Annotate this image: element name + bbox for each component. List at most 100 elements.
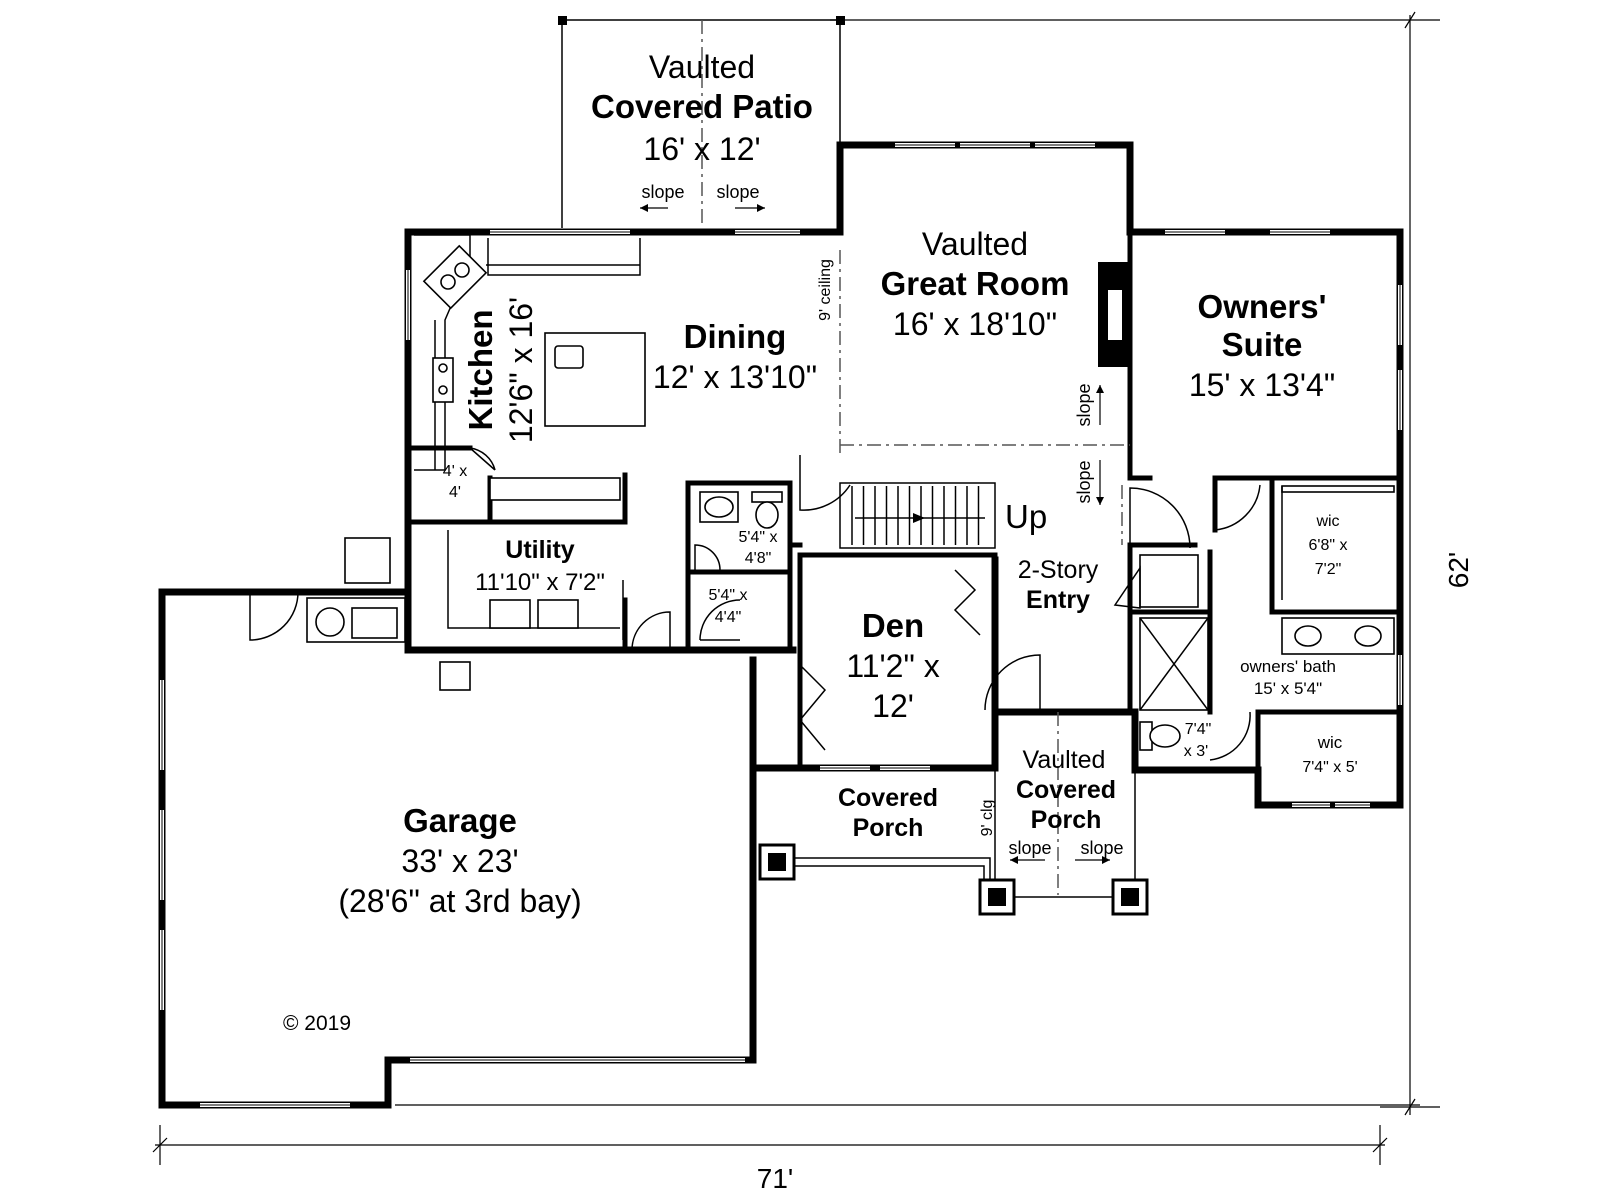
svg-text:Covered: Covered bbox=[1016, 776, 1116, 804]
svg-text:Vaulted: Vaulted bbox=[649, 49, 755, 85]
svg-text:5'4" x: 5'4" x bbox=[739, 529, 778, 546]
svg-text:Vaulted: Vaulted bbox=[922, 226, 1028, 262]
den-bifold-right bbox=[953, 569, 981, 636]
utility-label: Utility 11'10" x 7'2" bbox=[475, 536, 605, 596]
porch-posts bbox=[758, 768, 1149, 916]
vaulted-porch-label: Vaulted Covered Porch 9' clg slope slope bbox=[979, 746, 1124, 858]
svg-text:33' x 23': 33' x 23' bbox=[401, 843, 518, 879]
svg-text:Covered: Covered bbox=[838, 784, 938, 812]
closet-door[interactable] bbox=[699, 599, 741, 641]
svg-text:Porch: Porch bbox=[1031, 806, 1102, 834]
svg-text:7'4" x 5': 7'4" x 5' bbox=[1302, 759, 1357, 776]
svg-text:Kitchen: Kitchen bbox=[462, 309, 499, 430]
windows bbox=[160, 143, 1402, 1107]
front-door bbox=[984, 654, 1041, 711]
svg-text:5'4" x: 5'4" x bbox=[709, 587, 748, 604]
wic-door bbox=[1214, 484, 1261, 531]
svg-text:Utility: Utility bbox=[505, 536, 575, 564]
owners-suite-door bbox=[1129, 487, 1191, 549]
svg-text:11'2" x: 11'2" x bbox=[846, 648, 939, 684]
svg-text:2-Story: 2-Story bbox=[1018, 556, 1099, 584]
svg-text:4' x: 4' x bbox=[443, 463, 467, 480]
svg-text:owners' bath: owners' bath bbox=[1240, 657, 1336, 676]
svg-text:slope: slope bbox=[641, 182, 684, 202]
garage-label: Garage 33' x 23' (28'6" at 3rd bay) bbox=[338, 802, 581, 919]
svg-text:7'2": 7'2" bbox=[1315, 561, 1342, 578]
svg-text:Dining: Dining bbox=[684, 318, 787, 355]
stairs bbox=[839, 482, 996, 549]
svg-text:wic: wic bbox=[1315, 513, 1339, 530]
stairs-up-label: Up bbox=[1005, 498, 1047, 535]
svg-text:9' clg: 9' clg bbox=[979, 800, 996, 837]
svg-text:4'4": 4'4" bbox=[715, 609, 742, 626]
cooktop-icon bbox=[432, 357, 454, 403]
kitchen-sink-icon bbox=[422, 244, 488, 310]
den-label: Den 11'2" x 12' bbox=[846, 607, 939, 724]
pantry-door[interactable] bbox=[469, 447, 496, 471]
svg-text:wic: wic bbox=[1317, 733, 1343, 752]
svg-text:12': 12' bbox=[872, 688, 914, 724]
copyright-label: © 2019 bbox=[283, 1012, 351, 1035]
svg-text:16' x 12': 16' x 12' bbox=[643, 131, 760, 167]
svg-text:Entry: Entry bbox=[1026, 586, 1090, 614]
closet-label: 5'4" x 4'4" bbox=[709, 587, 748, 626]
dining-label: Dining 12' x 13'10" bbox=[653, 318, 817, 395]
doors bbox=[799, 455, 1261, 761]
svg-text:(28'6" at 3rd bay): (28'6" at 3rd bay) bbox=[338, 883, 581, 919]
svg-text:6'8" x: 6'8" x bbox=[1309, 537, 1348, 554]
svg-text:15' x 13'4": 15' x 13'4" bbox=[1189, 367, 1335, 403]
covered-porch-label: Covered Porch bbox=[838, 784, 938, 842]
svg-text:9' ceiling: 9' ceiling bbox=[817, 259, 834, 321]
svg-text:4'8": 4'8" bbox=[745, 550, 772, 567]
wc-label: 7'4" x 3' bbox=[1184, 721, 1211, 760]
patio-label: Vaulted Covered Patio 16' x 12' slope sl… bbox=[591, 49, 813, 202]
fireplace-icon bbox=[1098, 262, 1130, 367]
great-room-door bbox=[799, 455, 851, 511]
svg-text:Owners': Owners' bbox=[1198, 288, 1327, 325]
svg-text:7'4": 7'4" bbox=[1185, 721, 1212, 738]
svg-text:Great Room: Great Room bbox=[881, 265, 1070, 302]
svg-text:11'10" x 7'2": 11'10" x 7'2" bbox=[475, 569, 605, 596]
svg-text:Vaulted: Vaulted bbox=[1023, 746, 1106, 774]
owners-bath-label: owners' bath 15' x 5'4" bbox=[1240, 657, 1336, 698]
svg-text:Den: Den bbox=[862, 607, 924, 644]
svg-text:15' x 5'4": 15' x 5'4" bbox=[1254, 679, 1322, 698]
svg-text:slope: slope bbox=[1074, 383, 1094, 426]
pantry-label: 4' x 4' bbox=[443, 463, 467, 501]
island-sink-icon bbox=[554, 345, 584, 369]
great-room-label: Vaulted Great Room 16' x 18'10" 9' ceili… bbox=[817, 226, 1094, 504]
utility-door[interactable] bbox=[631, 611, 671, 651]
room-division-lines bbox=[839, 250, 1130, 895]
powder-room-fixtures bbox=[694, 491, 783, 571]
dimension-lines bbox=[152, 11, 1440, 1165]
kitchen-label: Kitchen 12'6" x 16' bbox=[462, 297, 539, 443]
patio-outline bbox=[558, 16, 845, 228]
svg-text:slope: slope bbox=[1074, 460, 1094, 503]
wic2-label: wic 7'4" x 5' bbox=[1302, 733, 1357, 776]
svg-text:Covered Patio: Covered Patio bbox=[591, 88, 813, 125]
entry-label: 2-Story Entry bbox=[1018, 556, 1099, 614]
owners-bath-fixtures bbox=[1113, 485, 1395, 751]
svg-text:slope: slope bbox=[716, 182, 759, 202]
svg-text:slope: slope bbox=[1080, 838, 1123, 858]
overall-width-label: 71' bbox=[757, 1163, 794, 1194]
svg-text:Porch: Porch bbox=[853, 814, 924, 842]
garage-fixtures bbox=[249, 537, 471, 691]
powder-room-label: 5'4" x 4'8" bbox=[739, 529, 778, 567]
svg-text:12'6" x 16': 12'6" x 16' bbox=[503, 297, 539, 443]
svg-text:Garage: Garage bbox=[403, 802, 517, 839]
slope-arrows bbox=[1096, 385, 1104, 505]
svg-text:x 3': x 3' bbox=[1184, 743, 1208, 760]
den-bifold-left bbox=[799, 664, 827, 751]
wc-door bbox=[1209, 711, 1251, 761]
wic1-label: wic 6'8" x 7'2" bbox=[1309, 513, 1348, 578]
svg-text:16' x 18'10": 16' x 18'10" bbox=[893, 306, 1057, 342]
utility-fixtures bbox=[447, 530, 624, 640]
overall-depth-label: 62' bbox=[1443, 552, 1474, 589]
svg-text:Suite: Suite bbox=[1222, 326, 1303, 363]
svg-text:12' x 13'10": 12' x 13'10" bbox=[653, 359, 817, 395]
svg-text:4': 4' bbox=[449, 484, 461, 501]
owners-suite-label: Owners' Suite 15' x 13'4" bbox=[1189, 288, 1335, 403]
svg-text:slope: slope bbox=[1008, 838, 1051, 858]
